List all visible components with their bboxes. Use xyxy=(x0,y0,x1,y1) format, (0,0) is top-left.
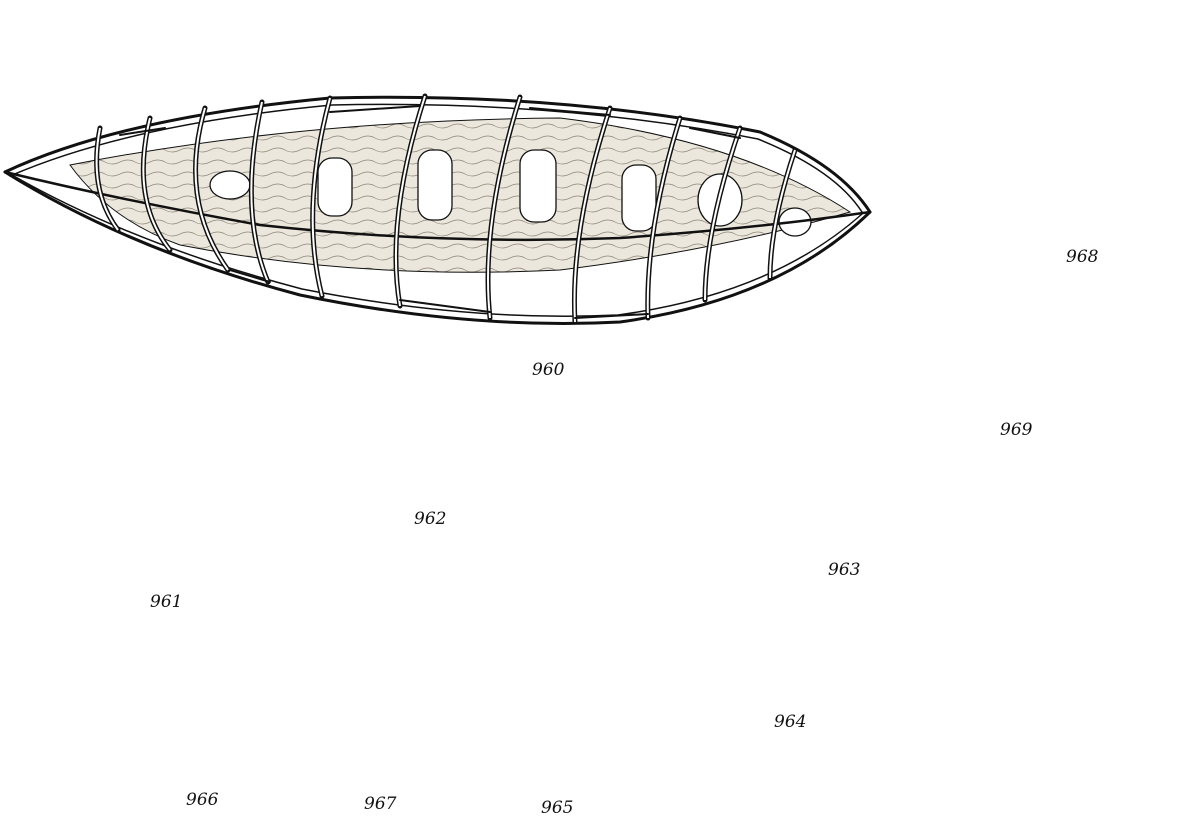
label-966: 966 xyxy=(186,790,219,810)
label-969: 969 xyxy=(1000,420,1033,440)
label-964: 964 xyxy=(774,712,807,732)
label-960: 960 xyxy=(532,360,565,380)
hull-frame-960 xyxy=(3,93,872,325)
label-968: 968 xyxy=(1066,247,1099,267)
label-967: 967 xyxy=(364,794,397,814)
label-961: 961 xyxy=(150,592,183,612)
label-963: 963 xyxy=(828,560,861,580)
label-962: 962 xyxy=(414,509,447,529)
label-965: 965 xyxy=(541,798,574,818)
